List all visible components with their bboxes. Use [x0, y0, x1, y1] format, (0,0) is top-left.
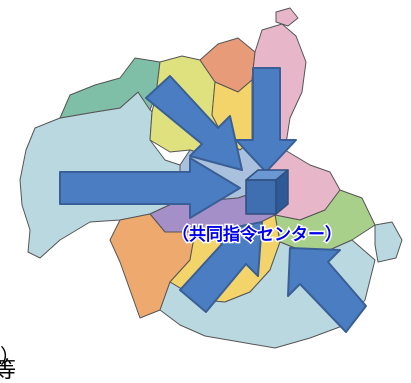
arrow-from-southeast: [287, 247, 367, 333]
arrow-from-southwest: [179, 221, 263, 313]
dispatch-map-diagram: （共同指令センター）: [19, 7, 403, 349]
arrow-from-north: [235, 67, 297, 173]
arrow-from-west: [59, 157, 241, 219]
center-label: （共同指令センター）: [172, 224, 342, 245]
dispatch-arrows: [59, 67, 367, 333]
left-edge-kanji: 等: [0, 358, 17, 383]
arrow-from-northwest: [145, 75, 243, 171]
center-cube-icon: [245, 169, 289, 215]
island-east: [374, 221, 403, 263]
left-edge-paren: ）: [0, 344, 20, 368]
island-north: [275, 7, 299, 27]
